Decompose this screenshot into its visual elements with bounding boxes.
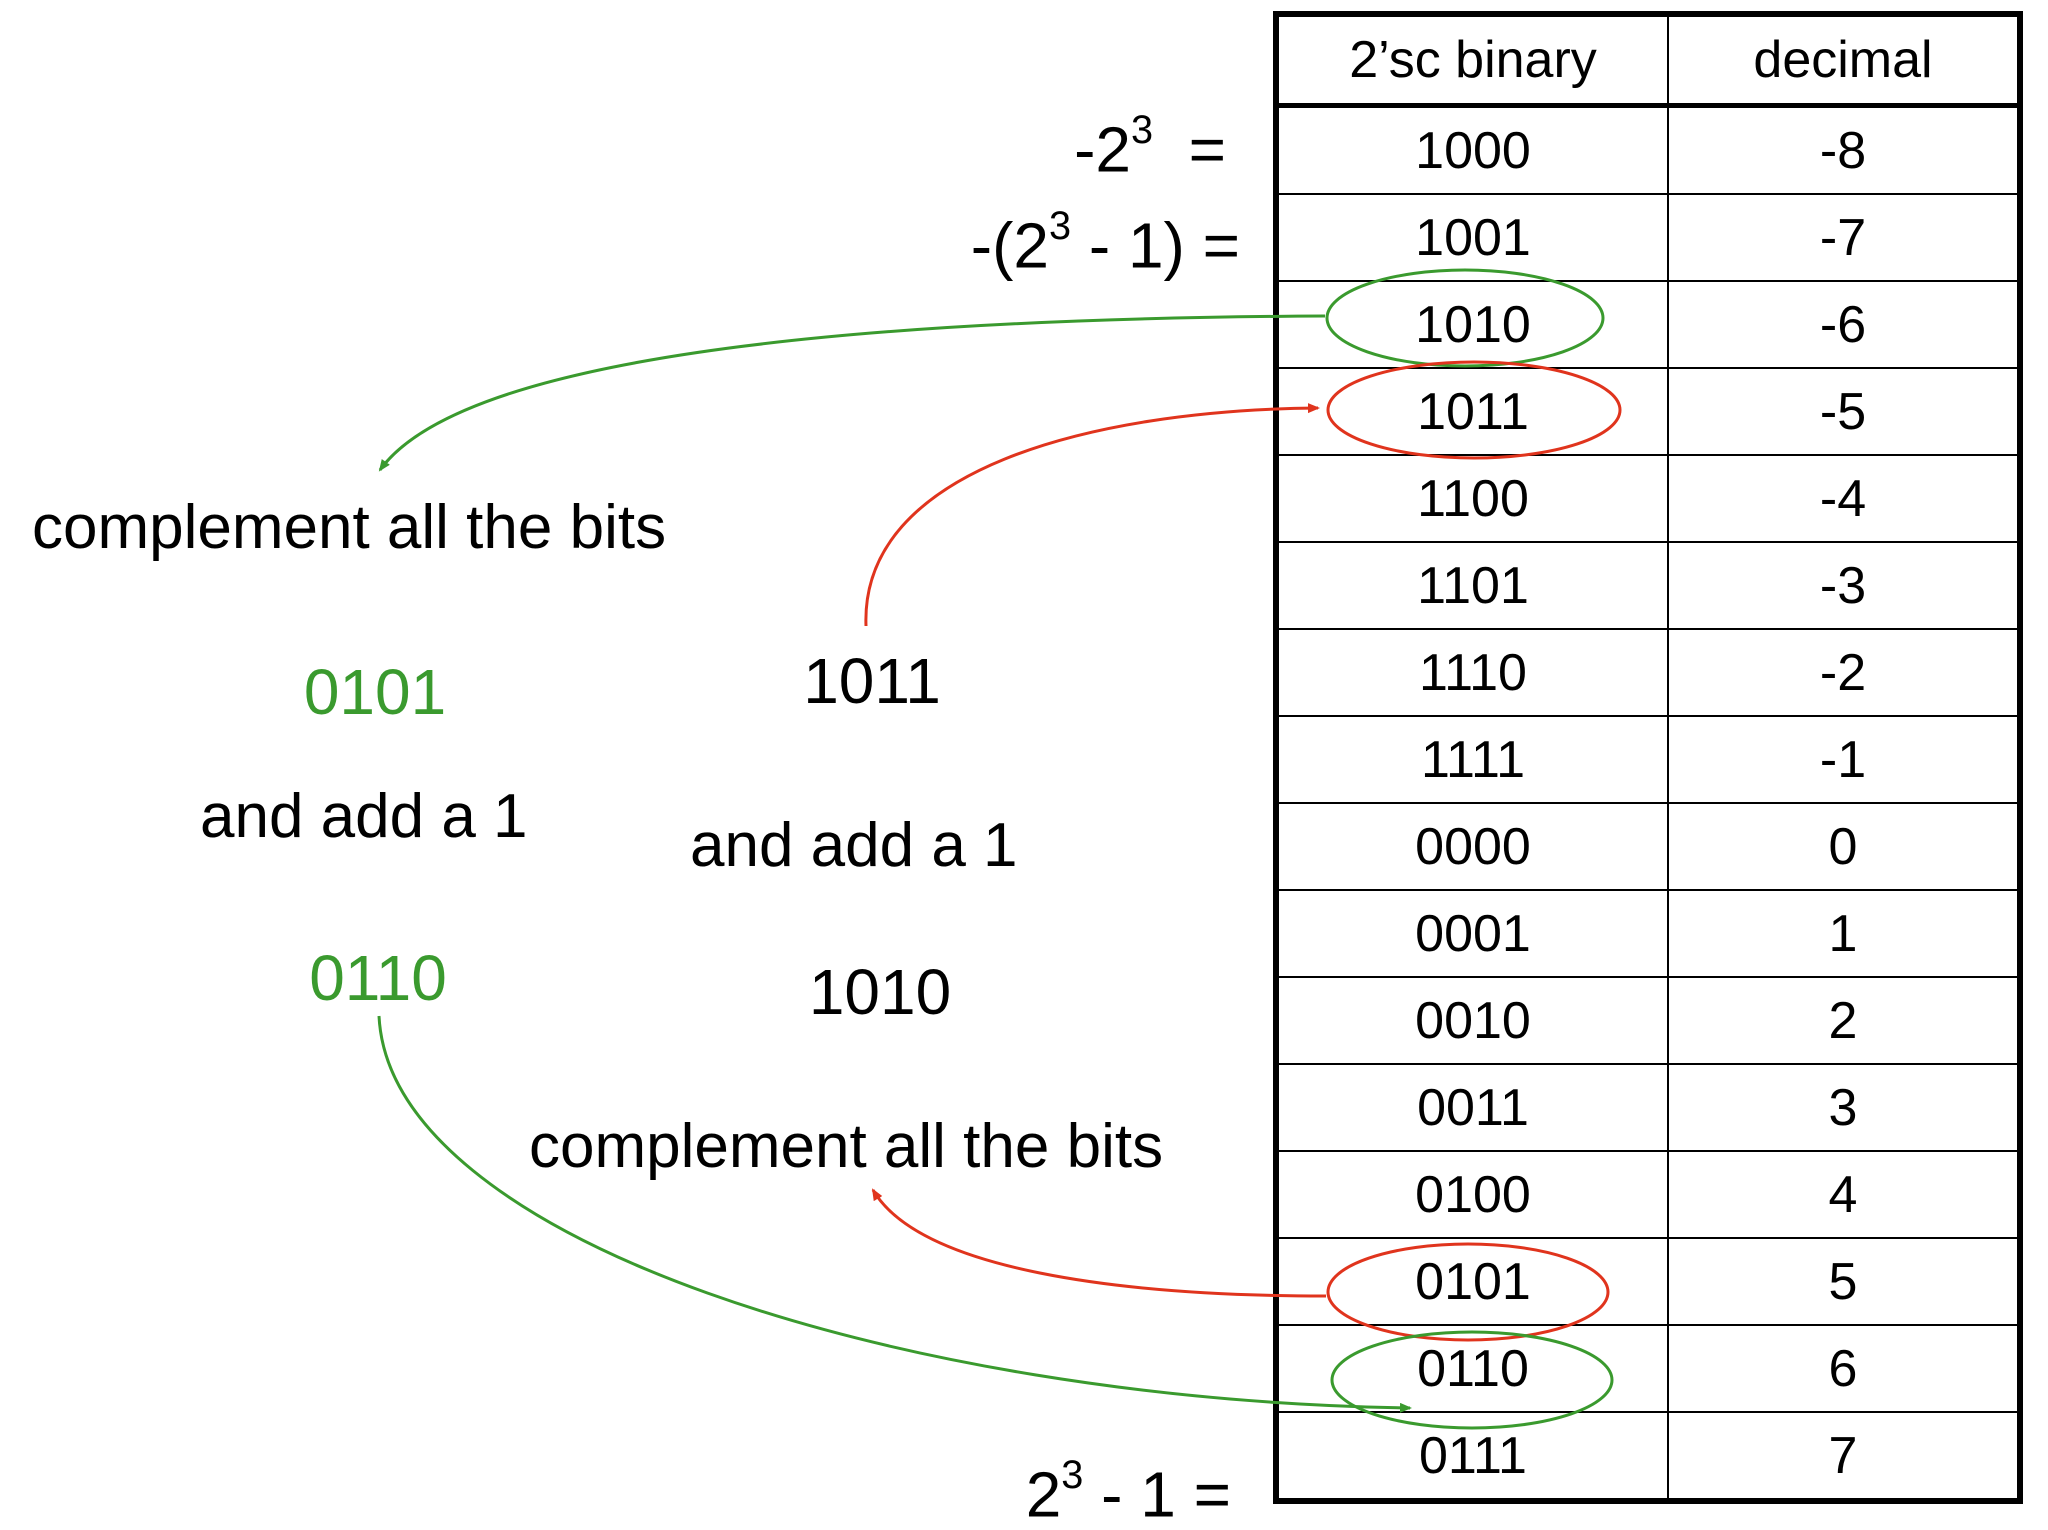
cell-decimal: -4: [1667, 454, 2021, 543]
left-complemented-value: 0101: [303, 656, 447, 728]
header-decimal: decimal: [1667, 13, 2021, 107]
cell-decimal: -7: [1667, 193, 2021, 282]
label-max-suffix: - 1 =: [1083, 1458, 1231, 1530]
label-min-suffix: =: [1153, 113, 1226, 186]
label-min-plus-one-base: -(2: [970, 209, 1049, 282]
green-arrow-complement: [378, 314, 1326, 472]
label-max-exp: 3: [1061, 1453, 1084, 1498]
cell-binary: 0111: [1275, 1411, 1669, 1502]
cell-binary: 0001: [1275, 889, 1669, 978]
left-add-one-label: and add a 1: [200, 782, 528, 851]
table-row: 1110-2: [1275, 628, 2021, 717]
left-complement-label: complement all the bits: [32, 493, 667, 562]
cell-decimal: 7: [1667, 1411, 2021, 1502]
cell-binary: 1001: [1275, 193, 1669, 282]
cell-binary: 1110: [1275, 628, 1669, 717]
label-min-plus-one-exp: 3: [1048, 204, 1072, 249]
cell-binary: 1101: [1275, 541, 1669, 630]
table-row: 1000-8: [1275, 104, 2021, 195]
red-arrow-complement: [871, 1188, 1327, 1298]
cell-decimal: -3: [1667, 541, 2021, 630]
label-min-base: -2: [1074, 113, 1131, 186]
table-row: 1010-6: [1275, 280, 2021, 369]
header-binary: 2’sc binary: [1275, 13, 1669, 107]
middle-add-one-label: and add a 1: [690, 811, 1018, 880]
cell-decimal: -8: [1667, 104, 2021, 195]
middle-added-value: 1010: [808, 956, 952, 1028]
table-row: 1011-5: [1275, 367, 2021, 456]
middle-start-value: 1011: [803, 645, 941, 717]
cell-binary: 1011: [1275, 367, 1669, 456]
table-row: 1111-1: [1275, 715, 2021, 804]
label-min-plus-one-value: -(23 - 1) =: [971, 206, 1240, 277]
cell-decimal: 5: [1667, 1237, 2021, 1326]
cell-decimal: -1: [1667, 715, 2021, 804]
cell-binary: 0000: [1275, 802, 1669, 891]
cell-decimal: -2: [1667, 628, 2021, 717]
cell-binary: 1100: [1275, 454, 1669, 543]
cell-decimal: 4: [1667, 1150, 2021, 1239]
cell-decimal: 2: [1667, 976, 2021, 1065]
label-min-plus-one-suffix: - 1) =: [1071, 209, 1240, 282]
twos-complement-table: 2’sc binary decimal 1000-8 1001-7 1010-6…: [1273, 11, 2023, 1504]
cell-binary: 0100: [1275, 1150, 1669, 1239]
table-row: 1001-7: [1275, 193, 2021, 282]
cell-decimal: 6: [1667, 1324, 2021, 1413]
cell-decimal: 0: [1667, 802, 2021, 891]
green-arrow-to-0110: [377, 1015, 1412, 1413]
red-arrow-to-1011: [864, 403, 1320, 627]
middle-complement-label: complement all the bits: [529, 1112, 1164, 1181]
label-max-base: 2: [1025, 1458, 1062, 1530]
cell-decimal: 3: [1667, 1063, 2021, 1152]
cell-binary: 0011: [1275, 1063, 1669, 1152]
left-result-value: 0110: [309, 942, 447, 1014]
cell-binary: 1010: [1275, 280, 1669, 369]
cell-decimal: -5: [1667, 367, 2021, 456]
cell-binary: 0101: [1275, 1237, 1669, 1326]
cell-binary: 1000: [1275, 104, 1669, 195]
label-min-exp: 3: [1130, 108, 1154, 153]
label-min-value: -23 =: [1074, 110, 1226, 181]
cell-binary: 0110: [1275, 1324, 1669, 1413]
label-max-value: 23 - 1 =: [1026, 1455, 1231, 1526]
cell-decimal: 1: [1667, 889, 2021, 978]
cell-decimal: -6: [1667, 280, 2021, 369]
table-row: 1101-3: [1275, 541, 2021, 630]
table-header-row: 2’sc binary decimal: [1275, 13, 2021, 107]
cell-binary: 1111: [1275, 715, 1669, 804]
table-row: 1100-4: [1275, 454, 2021, 543]
cell-binary: 0010: [1275, 976, 1669, 1065]
